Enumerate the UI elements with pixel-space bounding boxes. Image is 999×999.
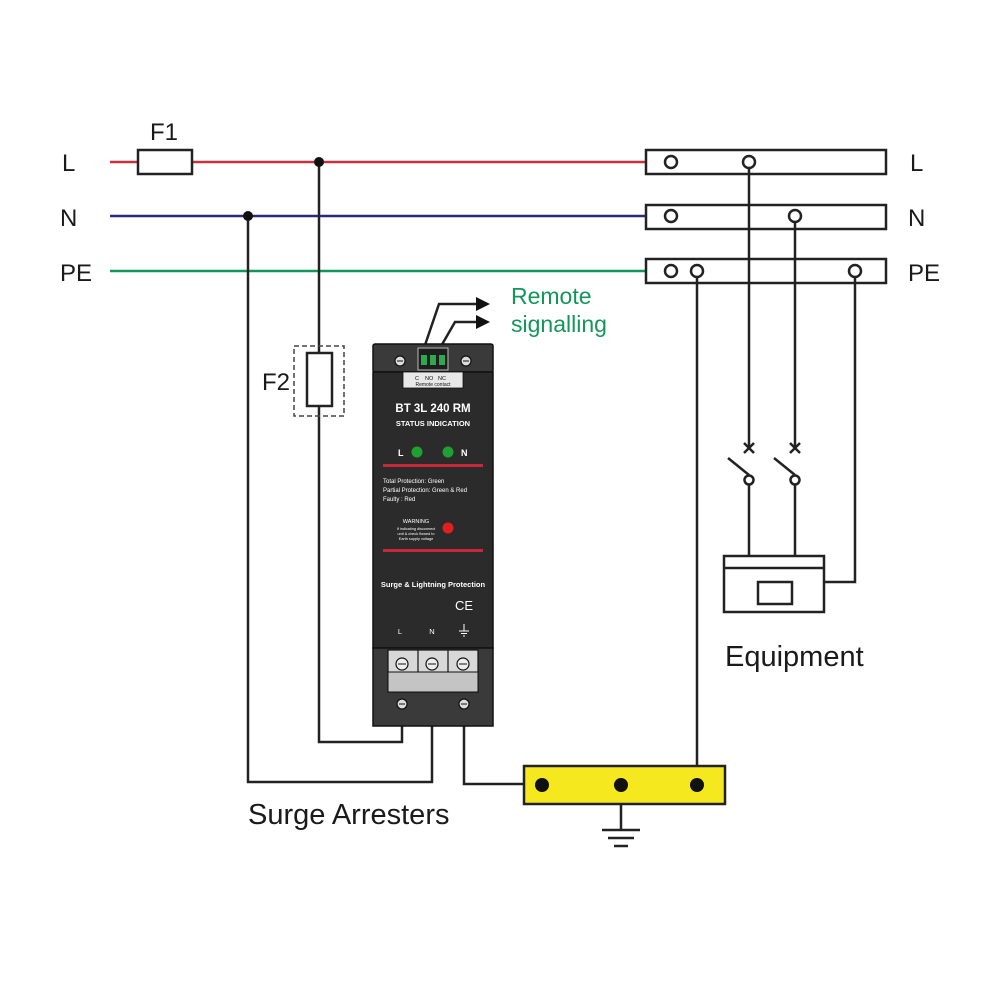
fuse-f1 [136,148,194,176]
arrow-head-1 [476,297,490,311]
surge-arresters-label: Surge Arresters [248,799,449,831]
fuse-f1-label: F1 [150,119,178,146]
led-fault [442,522,454,534]
warning-line-1: If indicating disconnect [397,527,436,531]
bus-bar-pe [644,257,888,285]
contact-caption: Remote contact [415,382,451,388]
device-status: STATUS INDICATION [396,419,470,428]
legend-total: Total Protection: Green [383,479,444,485]
bus-label-pe: PE [908,260,940,287]
earth-bar-terminal-3 [690,778,704,792]
fuse-f2-box [293,345,345,417]
surge-arrester-device: C NO NC Remote contact BT 3L 240 RM STAT… [372,343,494,727]
warning-line-3: Earth supply voltage [399,537,433,541]
remote-signal-label-1: Remote [511,283,592,309]
led-l [411,446,423,458]
led-n [442,446,454,458]
earth-bar-terminal-1 [535,778,549,792]
junction-l [314,157,324,167]
remote-signal-arrows [422,302,478,349]
warning-line-2: unit & check flowed to [398,532,435,536]
line-label-pe: PE [60,260,92,287]
equipment-box [722,554,826,614]
line-label-n: N [60,205,77,232]
bus-label-l: L [910,150,923,177]
remote-signal-label-2: signalling [511,311,607,337]
junction-n [243,211,253,221]
led-n-label: N [461,448,468,458]
device-tagline: Surge & Lightning Protection [381,580,486,589]
bus-bar-l [644,148,888,176]
bus-terminals [663,154,863,486]
earth-icon [459,624,469,637]
terminal-n-label: N [429,627,434,636]
line-label-l: L [62,150,75,177]
earth-bar-terminal-2 [614,778,628,792]
fuse-f2 [305,351,334,408]
bus-bar-n [644,203,888,231]
equipment-label: Equipment [725,641,864,673]
fuse-f2-label: F2 [262,369,290,396]
arrow-head-2 [476,315,490,329]
contact-no: NO [425,376,434,382]
terminal-l-label: L [398,627,402,636]
contact-c: C [415,376,419,382]
legend-partial: Partial Protection: Green & Red [383,488,467,494]
warning-title: WARNING [403,519,429,525]
legend-faulty: Faulty : Red [383,497,415,503]
led-l-label: L [398,448,404,458]
bus-label-n: N [908,205,925,232]
contact-nc: NC [438,376,446,382]
ce-mark: CE [455,598,473,613]
device-model: BT 3L 240 RM [395,403,470,415]
